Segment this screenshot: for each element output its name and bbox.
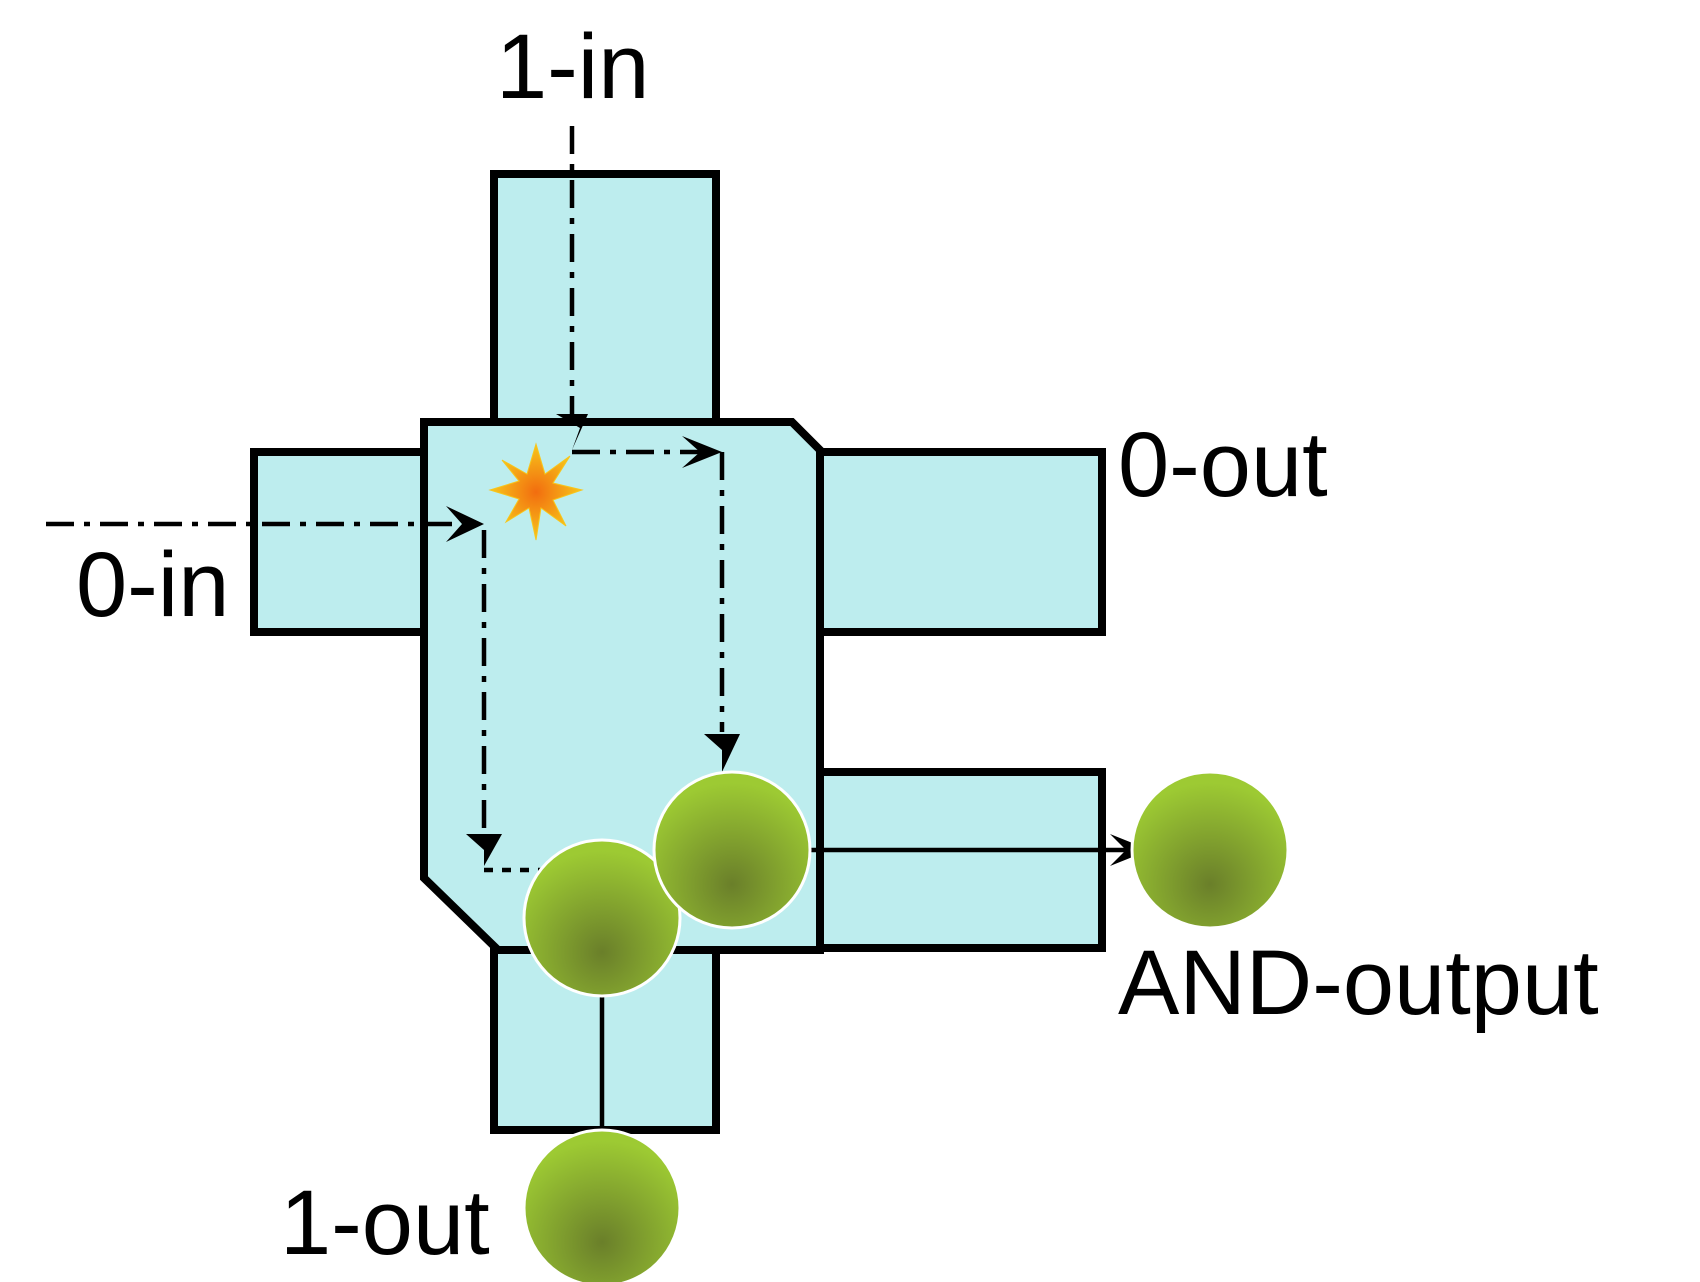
ball-icon — [522, 1128, 682, 1282]
label-0-out: 0-out — [1118, 414, 1328, 516]
channel-top — [490, 170, 720, 434]
ball-icon — [1130, 770, 1290, 930]
arrowhead-deflect-down — [704, 734, 740, 772]
channel-right-bottom — [816, 768, 1106, 952]
arrowhead-deflect-right — [682, 436, 722, 468]
label-and-output: AND-output — [1118, 932, 1599, 1034]
collision-burst-icon — [488, 442, 584, 541]
channels — [250, 170, 1106, 1134]
channel-left — [250, 448, 434, 636]
ball-icon — [652, 770, 812, 930]
balls — [522, 770, 1290, 1282]
arrowhead-and-output — [1110, 834, 1150, 866]
arrowhead-0-in-down — [466, 834, 502, 866]
label-1-in: 1-in — [496, 16, 649, 118]
label-1-out: 1-out — [280, 1172, 490, 1274]
ball-icon — [522, 838, 682, 998]
port-labels: 1-in 0-in 0-out AND-output 1-out — [76, 16, 1599, 1274]
arrowhead-1-in — [556, 414, 588, 450]
arrowhead-0-in — [446, 506, 484, 542]
label-0-in: 0-in — [76, 534, 229, 636]
channel-right-top — [816, 448, 1106, 636]
